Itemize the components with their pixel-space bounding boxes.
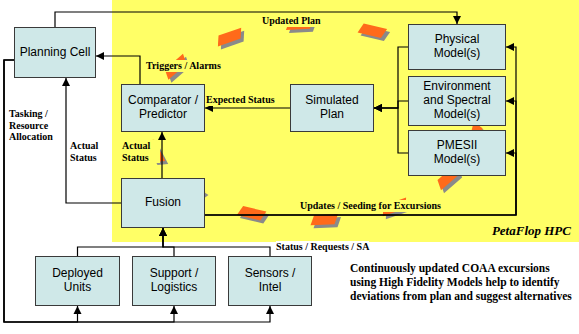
edge-label: Status / Requests / SA xyxy=(276,241,369,253)
connector xyxy=(55,12,461,27)
region-title: PetaFlop HPC xyxy=(492,223,571,239)
connector-line xyxy=(4,60,174,322)
connector-line xyxy=(205,47,516,215)
arrow-head xyxy=(74,306,82,314)
connector-line xyxy=(78,228,164,256)
connector-line xyxy=(205,153,516,215)
orange-arrow-piece xyxy=(218,28,241,47)
arrow-head xyxy=(170,306,178,314)
arrow-head xyxy=(506,97,514,105)
unit-box: Sensors / Intel xyxy=(228,256,312,306)
process-box: Planning Cell xyxy=(14,27,96,78)
arrow-head xyxy=(62,78,70,86)
arrow-head xyxy=(159,228,167,236)
arrow-head xyxy=(453,16,461,24)
connector xyxy=(78,228,168,256)
box-label: Physical Model(s) xyxy=(409,33,505,61)
process-box: Comparator / Predictor xyxy=(121,84,205,132)
arrow-head xyxy=(159,228,167,236)
box-label: Environment and Spectral Model(s) xyxy=(409,80,505,121)
connector xyxy=(4,60,82,322)
model-box: PMESII Model(s) xyxy=(408,130,506,176)
edge-label: Expected Status xyxy=(206,94,275,106)
box-label: Simulated Plan xyxy=(291,94,373,122)
unit-box: Support / Logistics xyxy=(132,256,216,306)
connector xyxy=(159,228,174,256)
edge-label: Tasking / Resource Allocation xyxy=(9,108,61,143)
connector-line xyxy=(66,78,121,203)
arrow-head xyxy=(374,104,382,112)
box-label: Support / Logistics xyxy=(133,267,215,295)
unit-box: Deployed Units xyxy=(35,256,120,306)
connector-line xyxy=(205,101,516,215)
model-box: Environment and Spectral Model(s) xyxy=(408,76,506,126)
caption-note: Continuously updated COAA excursions usi… xyxy=(350,262,576,303)
connector xyxy=(374,104,408,153)
arrow-head xyxy=(374,104,382,112)
orange-arrow-piece xyxy=(311,214,339,225)
connector-line xyxy=(374,108,408,153)
edge-label: Actual Status xyxy=(122,140,160,163)
edge-label: Updates / Seeding for Excursions xyxy=(300,200,441,212)
box-label: Deployed Units xyxy=(36,267,119,295)
connector xyxy=(205,149,516,215)
edge-label: Triggers / Alarms xyxy=(146,60,221,72)
edge-label: Updated Plan xyxy=(262,15,321,27)
connector-line xyxy=(374,47,408,108)
arrow-head xyxy=(506,43,514,51)
arrow-head xyxy=(506,149,514,157)
box-label: Fusion xyxy=(142,196,184,210)
connector-line xyxy=(96,56,140,84)
connector xyxy=(4,60,178,322)
connector xyxy=(374,47,408,112)
edge-label: Actual Status xyxy=(70,140,110,163)
process-box: Fusion xyxy=(121,178,205,228)
connector xyxy=(159,228,270,256)
orange-arrow-piece xyxy=(237,206,267,220)
box-label: Comparator / Predictor xyxy=(122,94,204,122)
connector xyxy=(62,78,121,203)
box-label: Sensors / Intel xyxy=(229,267,311,295)
connector xyxy=(96,52,140,84)
connector-line xyxy=(4,60,78,322)
orange-arrow-piece xyxy=(358,24,388,38)
arrow-head xyxy=(266,306,274,314)
connector-line xyxy=(55,12,457,27)
process-box: Simulated Plan xyxy=(290,84,374,132)
arrow-head xyxy=(374,104,382,112)
model-box: Physical Model(s) xyxy=(408,24,506,70)
connector-line xyxy=(163,228,270,256)
connector xyxy=(205,97,516,215)
connector xyxy=(374,101,408,112)
connector-line xyxy=(205,107,290,108)
box-label: Planning Cell xyxy=(17,46,94,60)
box-label: PMESII Model(s) xyxy=(409,139,505,167)
arrow-head xyxy=(158,132,166,140)
arrow-head xyxy=(159,228,167,236)
connector xyxy=(4,60,274,322)
connector xyxy=(205,43,516,215)
arrow-head xyxy=(96,52,104,60)
